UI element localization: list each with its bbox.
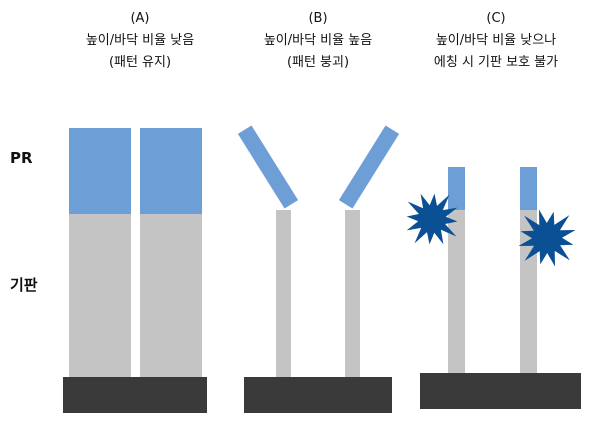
panel-c-base (420, 373, 581, 409)
panel-a-base (63, 377, 207, 413)
panel-c-caption: (C) 높이/바닥 비율 낮으나 에칭 시 기판 보호 불가 (434, 11, 558, 70)
panel-b-caption-line1: 높이/바닥 비율 높음 (264, 33, 372, 48)
panel-c-substrate-pillar-left (448, 210, 465, 373)
panel-c-label: (C) (486, 11, 505, 26)
panel-b-substrate-pillar-left (276, 210, 291, 377)
substrate-label: 기판 (10, 276, 38, 294)
panel-c-caption-line1: 높이/바닥 비율 낮으나 (436, 33, 556, 48)
panel-b-label: (B) (308, 11, 327, 26)
panel-a-substrate-pillar-right (140, 214, 202, 377)
panel-a-substrate-pillar-left (69, 214, 131, 377)
panel-a (63, 128, 207, 413)
pr-label: PR (10, 149, 33, 167)
panel-b-base (244, 377, 392, 413)
starburst-icon (518, 209, 576, 267)
panel-a-pr-right (140, 128, 202, 214)
panel-a-caption-line1: 높이/바닥 비율 낮음 (86, 33, 194, 48)
panel-b-caption: (B) 높이/바닥 비율 높음 (패턴 붕괴) (264, 11, 372, 70)
panel-b-pr-right-collapsed (338, 125, 400, 209)
panel-c-pr-right (520, 167, 537, 210)
panel-c (406, 167, 581, 409)
panel-b-pr-left-collapsed (237, 125, 299, 209)
panel-a-pr-left (69, 128, 131, 214)
panel-a-caption: (A) 높이/바닥 비율 낮음 (패턴 유지) (86, 11, 194, 70)
panel-b (237, 125, 400, 413)
panel-a-caption-line2: (패턴 유지) (109, 55, 171, 70)
panel-c-caption-line2: 에칭 시 기판 보호 불가 (434, 55, 558, 70)
panel-a-label: (A) (130, 11, 149, 26)
starburst-icon (406, 193, 458, 245)
panel-b-caption-line2: (패턴 붕괴) (287, 55, 349, 70)
panel-b-substrate-pillar-right (345, 210, 360, 377)
panel-c-pr-left (448, 167, 465, 210)
